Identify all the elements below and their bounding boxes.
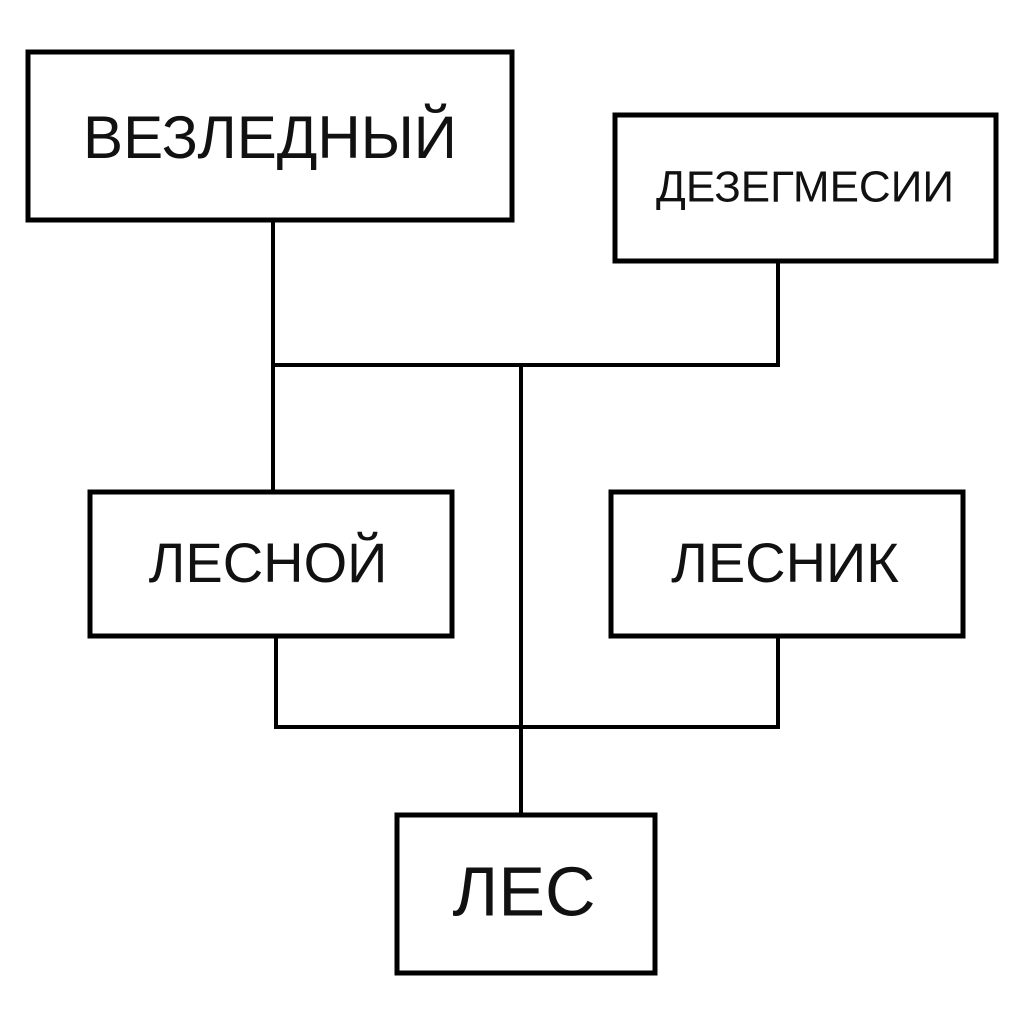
node-lesnoi-label: ЛЕСНОЙ	[149, 531, 388, 594]
node-les-box	[394, 812, 658, 976]
node-vezlednyi: ВЕЗЛЕДНЫЙ	[25, 49, 515, 223]
node-les-label: ЛЕС	[452, 852, 595, 930]
node-lesnik-box	[608, 489, 966, 639]
node-lesnik-label: ЛЕСНИК	[671, 531, 899, 594]
connector-bottom-bracket	[274, 636, 780, 729]
node-lesnik: ЛЕСНИК	[608, 489, 966, 639]
connectors	[271, 218, 780, 817]
node-lesnoi-box	[87, 489, 455, 639]
node-lesnoi: ЛЕСНОЙ	[87, 489, 455, 639]
node-vezlednyi-label: ВЕЗЛЕДНЫЙ	[83, 104, 457, 171]
node-dezegmesii-box	[612, 112, 999, 264]
node-dezegmesii-label: ДЕЗЕГМЕСИИ	[656, 163, 954, 212]
node-dezegmesii: ДЕЗЕГМЕСИИ	[612, 112, 999, 264]
node-vezlednyi-box	[25, 49, 515, 223]
node-les: ЛЕС	[394, 812, 658, 976]
